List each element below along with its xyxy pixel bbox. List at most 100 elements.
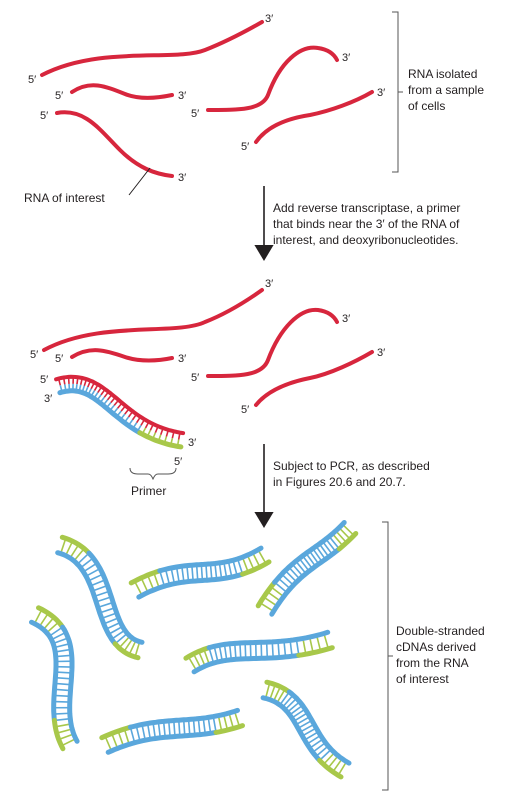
base-pair (284, 570, 298, 583)
cdna-strand (29, 619, 59, 723)
base-pair (182, 719, 186, 736)
step2-text: Subject to PCR, as described in Figures … (273, 459, 433, 489)
base-pair (323, 752, 336, 765)
base-pair (101, 612, 117, 620)
base-pair (213, 646, 219, 663)
base-pair (293, 712, 308, 722)
step2: Subject to PCR, as described in Figures … (254, 444, 433, 528)
double-stranded-cdna (29, 605, 80, 752)
base-pair (338, 527, 351, 540)
base-pair (55, 723, 72, 728)
base-pair (244, 642, 247, 659)
rna-strand (206, 307, 339, 378)
base-pair (228, 643, 233, 660)
base-pair (208, 647, 215, 664)
base-pair (207, 717, 212, 734)
base-pair (103, 617, 119, 625)
cdna-strand (127, 707, 240, 730)
base-pair (134, 641, 141, 658)
primer-segment (128, 568, 163, 586)
primer-segment (51, 717, 66, 752)
base-pair (104, 735, 113, 752)
base-pair (295, 715, 311, 726)
base-pair (97, 601, 114, 609)
rna-strand (254, 90, 374, 144)
base-pair (140, 577, 149, 593)
base-pair (341, 523, 355, 537)
base-pair (265, 642, 269, 659)
base-pair (223, 562, 228, 579)
base-pair (87, 573, 104, 582)
base-pair (282, 694, 294, 708)
step1-text: Add reverse transcriptase, a primer that… (273, 201, 464, 247)
cdna-strand (260, 695, 323, 763)
base-pair (301, 727, 317, 737)
base-pair (331, 533, 344, 547)
base-pair (80, 557, 94, 569)
cdna-strand (86, 550, 145, 645)
double-stranded-cdna (99, 707, 245, 755)
base-pair (239, 642, 242, 660)
cdna-strand (157, 545, 264, 574)
primer-bracket (129, 467, 177, 481)
primer-segment (36, 605, 66, 630)
base-pair (241, 556, 249, 573)
base-pair (186, 565, 190, 582)
base-pair (187, 656, 198, 671)
base-pair (203, 649, 211, 665)
cdna-strand (272, 520, 347, 585)
base-pair (291, 708, 306, 719)
base-pair (286, 701, 301, 713)
base-pair (279, 691, 290, 706)
base-pair (308, 550, 320, 565)
base-pair (118, 635, 131, 649)
base-pair (315, 545, 327, 560)
cdna-strand (57, 388, 143, 436)
base-pair (59, 538, 67, 554)
double-stranded-cdna (260, 679, 352, 780)
base-pair (302, 555, 313, 570)
cdna-strand (136, 571, 246, 600)
base-pair (133, 580, 143, 596)
three-prime-label: 3′ (178, 90, 186, 102)
base-pair (312, 741, 326, 753)
base-pair (69, 544, 80, 559)
base-pair (304, 731, 319, 741)
five-prime-label: 5′ (28, 74, 36, 86)
middle-panel: 5′ 3′ 5′ 3′ 5′ 3′ 3′ 5′ 5′ 3′ 5′ 3′ Prim… (30, 278, 385, 498)
base-pair (328, 535, 340, 550)
base-pair (128, 639, 137, 656)
base-pair (114, 632, 128, 645)
base-pair (209, 563, 213, 580)
base-pair (56, 728, 73, 734)
base-pair (54, 642, 71, 649)
primer-segment (317, 757, 344, 780)
base-pair (200, 564, 204, 581)
base-pair (302, 638, 307, 655)
base-pair (108, 625, 124, 635)
rna-strand (40, 20, 264, 77)
three-prime-label: 3′ (342, 313, 350, 325)
step1: Add reverse transcriptase, a primer that… (254, 186, 464, 261)
end-labels: 5′ 3′ 5′ 3′ 5′ 3′ 3′ 5′ 5′ 3′ 5′ 3′ (30, 278, 385, 468)
base-pair (319, 748, 332, 761)
base-pair (117, 730, 125, 747)
base-pair (288, 566, 301, 580)
five-prime-label: 5′ (30, 349, 38, 361)
base-pair (289, 704, 304, 716)
base-pair (48, 626, 64, 637)
rna-strand (206, 45, 339, 112)
base-pair (64, 540, 74, 556)
base-pair (251, 552, 261, 568)
base-pair (172, 720, 176, 737)
base-pair (277, 577, 291, 590)
base-pair (322, 541, 333, 555)
base-pair (55, 671, 72, 674)
base-pair (181, 566, 185, 583)
base-pair (58, 733, 75, 741)
base-pair (298, 557, 310, 572)
primer-segment (99, 724, 133, 741)
base-pair (308, 636, 314, 653)
top-bracket (392, 11, 403, 173)
base-pair (271, 641, 274, 658)
